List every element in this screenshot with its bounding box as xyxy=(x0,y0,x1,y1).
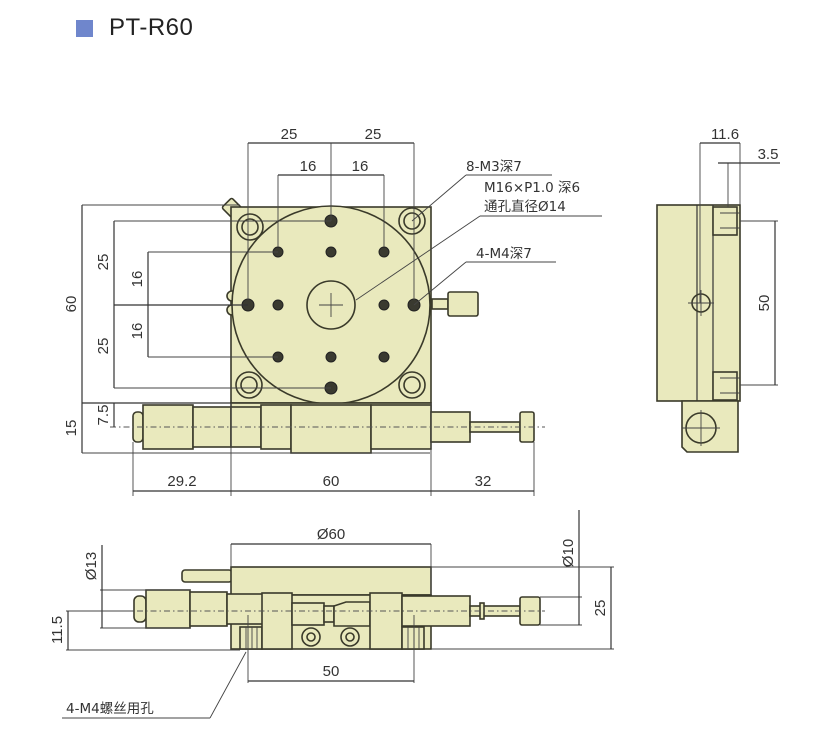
dim-7-5: 7.5 xyxy=(95,405,112,426)
dim-top-16-right: 16 xyxy=(352,158,369,175)
dim-50-side: 50 xyxy=(756,295,773,312)
dim-25-front: 25 xyxy=(592,600,609,617)
dim-left-25-top: 25 xyxy=(95,254,112,271)
callout-4-m4: 4-M4深7 xyxy=(476,246,532,262)
lock-knob xyxy=(447,291,479,317)
dim-top-25-left: 25 xyxy=(281,126,298,143)
callout-mount-holes: 4-M4螺丝用孔 xyxy=(66,701,154,717)
dim-left-60: 60 xyxy=(63,296,80,313)
dim-top-16-left: 16 xyxy=(300,158,317,175)
dim-dia-60: Ø60 xyxy=(317,526,345,543)
dim-left-16-bottom: 16 xyxy=(129,323,146,340)
dim-15: 15 xyxy=(63,420,80,437)
side-view: 11.6 3.5 50 xyxy=(656,126,780,453)
callout-through-hole: 通孔直径Ø14 xyxy=(484,199,566,215)
dim-dia-10: Ø10 xyxy=(560,539,577,567)
dim-dia-13: Ø13 xyxy=(83,552,100,580)
front-view: Ø60 Ø13 11.5 Ø10 25 50 4-M4螺丝用孔 xyxy=(49,510,614,719)
dim-32: 32 xyxy=(475,473,492,490)
page-title: PT-R60 xyxy=(76,8,193,48)
dim-60-bottom: 60 xyxy=(323,473,340,490)
dim-top-25-right: 25 xyxy=(365,126,382,143)
dim-left-25-bottom: 25 xyxy=(95,338,112,355)
top-view: 25 25 16 16 60 25 25 16 16 15 7.5 xyxy=(63,126,602,496)
title-marker-icon xyxy=(76,19,93,37)
dim-11-6: 11.6 xyxy=(711,126,739,143)
callout-m16: M16×P1.0 深6 xyxy=(484,180,580,196)
dim-29-2: 29.2 xyxy=(167,473,196,490)
callout-8-m3: 8-M3深7 xyxy=(466,159,522,175)
model-name: PT-R60 xyxy=(109,14,194,41)
dim-11-5: 11.5 xyxy=(49,616,66,644)
dim-50-front: 50 xyxy=(323,663,340,680)
dim-left-16-top: 16 xyxy=(129,271,146,288)
dim-3-5: 3.5 xyxy=(758,146,779,163)
